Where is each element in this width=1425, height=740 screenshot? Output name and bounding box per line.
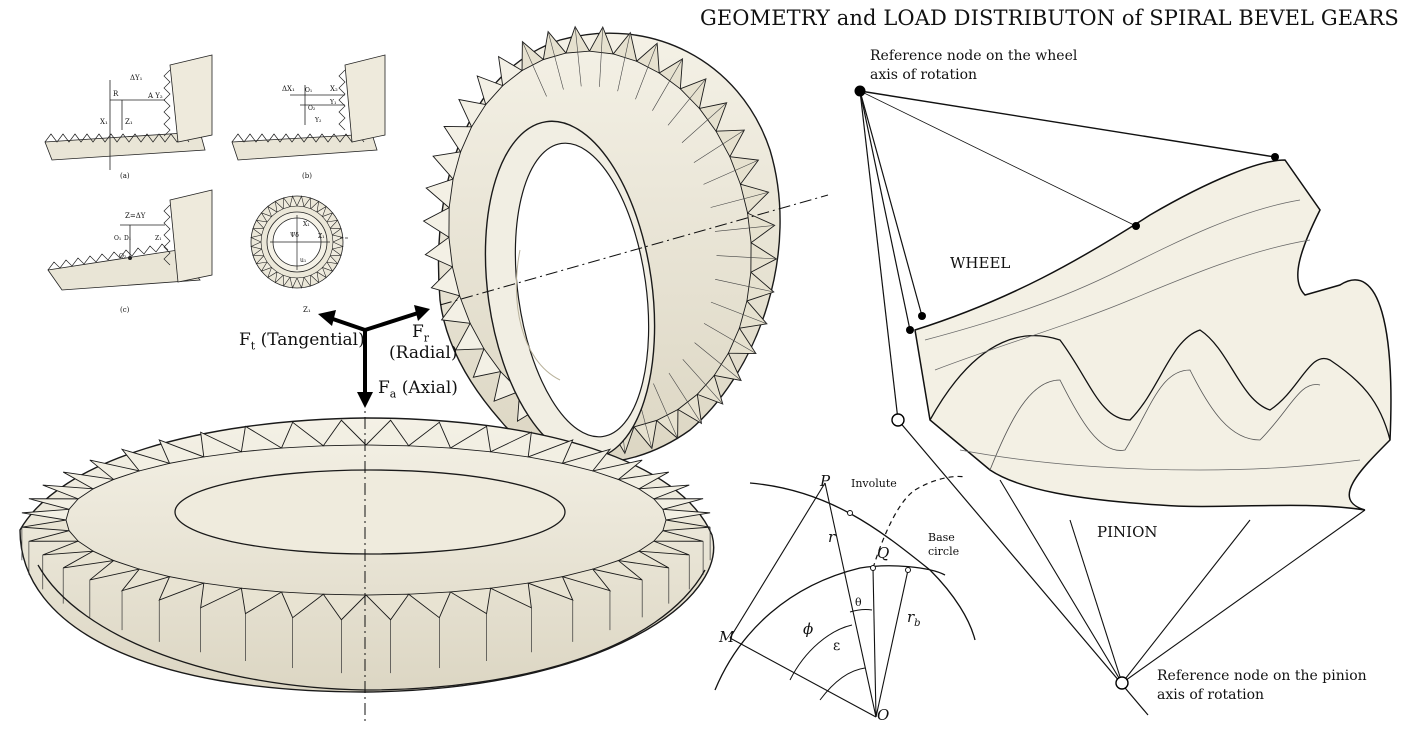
inset-c-o1: O₁ [114, 235, 121, 242]
involute-point-m: M [719, 628, 735, 646]
involute-point-p: P [820, 472, 831, 490]
inset-d [250, 195, 348, 289]
inset-d-mid: Ψδ [290, 232, 299, 239]
axial-force-symbol: F [378, 378, 390, 398]
ref-wheel-label-line1: Reference node on the wheel [870, 48, 1078, 64]
radial-force-subscript: r [423, 331, 430, 345]
lower-bevel-gear [19, 417, 715, 693]
inset-a-label-3: Z₁ [125, 118, 133, 126]
mesh-diagram [854, 85, 1392, 716]
base-circle-label-line2: circle [928, 545, 960, 558]
page-title: GEOMETRY and LOAD DISTRIBUTON of SPIRAL … [700, 6, 1399, 30]
tangential-force-label: Ft (Tangential) [239, 330, 365, 352]
inset-c-top: Z=ΔY [125, 212, 146, 220]
force-arrows [318, 305, 430, 408]
ref-wheel-label-line2: axis of rotation [870, 67, 978, 83]
inset-a-axis-top: ΔY₁ [130, 74, 143, 82]
tangential-force-subscript: t [250, 339, 256, 353]
inset-b-y2: Y₂ [314, 117, 322, 124]
inset-b-caption: (b) [302, 172, 312, 180]
inset-b-axis-top: ΔX₁ [282, 85, 295, 93]
inset-b [231, 54, 386, 161]
tangential-force-text: (Tangential) [260, 330, 365, 350]
involute-point-q: Q [877, 544, 890, 562]
involute-angle-phi: ϕ [803, 620, 814, 638]
involute-angle-epsilon: ε [833, 638, 841, 654]
inset-a-caption: (a) [120, 172, 130, 180]
ref-pinion-label-line1: Reference node on the pinion [1157, 668, 1367, 684]
inset-c [47, 189, 213, 291]
pinion-axis-line [439, 194, 829, 306]
inset-a-label-2: X₁ [100, 118, 108, 126]
involute-origin-o: O [877, 706, 890, 724]
base-radius-subscript: b [914, 618, 921, 629]
inset-c-z: Z₁ [155, 235, 162, 242]
inset-a-label-1: R [113, 90, 119, 98]
inset-c-d: D₁ [124, 235, 131, 242]
inset-c-caption: (c) [120, 306, 130, 314]
inset-c-o2: O₂ [119, 253, 127, 260]
inset-b-y1: Y₁ [329, 99, 336, 106]
inset-d-top: X₁ [303, 221, 310, 228]
inset-a-axis-right: A Y₂ [147, 92, 163, 100]
involute-diagram [714, 475, 976, 718]
radial-force-symbol: F [412, 322, 424, 342]
inset-d-right: Z₁ [318, 233, 325, 240]
inset-b-o1: O₁ [305, 87, 312, 94]
involute-label: Involute [851, 477, 897, 490]
axial-force-text: (Axial) [401, 378, 458, 398]
inset-b-o2: O₂ [308, 105, 316, 112]
radial-force-text: (Radial) [389, 343, 458, 363]
ref-pinion-label-line2: axis of rotation [1157, 687, 1265, 703]
involute-angle-theta: θ [855, 596, 862, 609]
inset-d-bottom: u₁ [300, 257, 306, 264]
involute-radius-r: r [828, 528, 836, 546]
upper-bevel-gear [422, 25, 781, 464]
radial-force-symbol-group: Fr [412, 322, 429, 344]
base-circle-label-line1: Base [928, 531, 955, 544]
inset-d-caption: Z₁ [303, 306, 311, 314]
pinion-label: PINION [1097, 523, 1158, 541]
tangential-force-symbol: F [239, 330, 251, 350]
wheel-label: WHEEL [950, 254, 1011, 272]
inset-b-axis-right: X₂ [330, 85, 338, 93]
axial-force-label: Fa (Axial) [378, 378, 458, 400]
base-radius-symbol: r [907, 608, 915, 626]
base-radius-label: rb [907, 608, 921, 629]
inset-a [44, 54, 213, 170]
axial-force-subscript: a [389, 387, 397, 401]
